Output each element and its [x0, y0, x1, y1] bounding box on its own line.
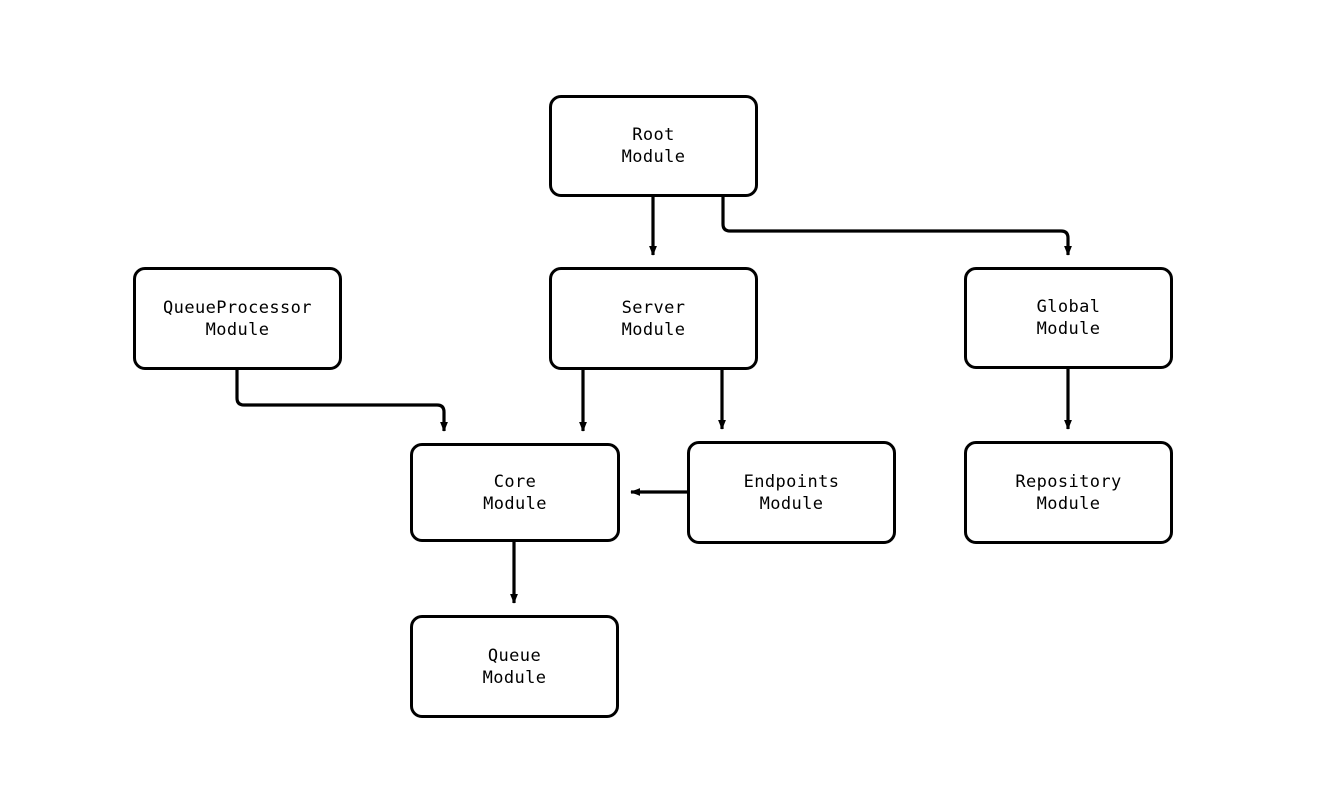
node-queueprocessor-module[interactable]: QueueProcessor Module: [133, 267, 342, 370]
edge-queueprocessor-core: [235, 370, 448, 432]
node-core-module-label: Core Module: [483, 471, 547, 514]
node-repository-module[interactable]: Repository Module: [964, 441, 1173, 544]
node-root-module[interactable]: Root Module: [549, 95, 758, 197]
node-server-module[interactable]: Server Module: [549, 267, 758, 370]
node-global-module[interactable]: Global Module: [964, 267, 1173, 369]
node-queue-module[interactable]: Queue Module: [410, 615, 619, 718]
node-root-module-label: Root Module: [621, 125, 686, 167]
node-endpoints-module[interactable]: Endpoints Module: [687, 441, 896, 544]
node-repository-module-label: Repository Module: [1015, 471, 1122, 514]
edge-root-global: [721, 197, 1072, 256]
node-endpoints-module-label: Endpoints Module: [743, 471, 840, 514]
node-queueprocessor-module-label: QueueProcessor Module: [163, 297, 312, 340]
node-queue-module-label: Queue Module: [482, 645, 547, 688]
node-server-module-label: Server Module: [621, 297, 686, 340]
node-global-module-label: Global Module: [1036, 297, 1101, 339]
node-core-module[interactable]: Core Module: [410, 443, 620, 542]
